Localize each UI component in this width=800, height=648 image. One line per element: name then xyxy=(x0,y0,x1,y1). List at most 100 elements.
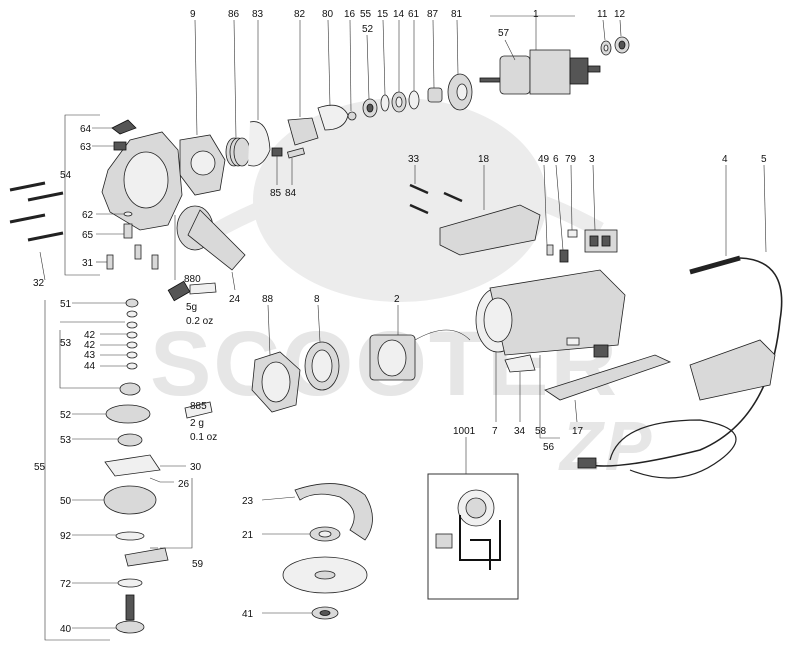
power-cord xyxy=(577,255,783,479)
part-5-cord xyxy=(589,257,783,467)
part-9-bore xyxy=(190,150,216,176)
gear-head-parts xyxy=(179,19,473,196)
part-33-screws xyxy=(409,183,463,215)
part-3-switch xyxy=(584,229,618,253)
callout-31: 31 xyxy=(82,258,94,269)
callout-52-top: 52 xyxy=(362,24,374,35)
callout-17: 17 xyxy=(572,426,584,437)
callout-labels: 9 86 83 82 80 16 55 52 15 14 61 87 81 1 … xyxy=(33,9,767,635)
callout-4: 4 xyxy=(722,154,728,165)
callout-42-a: 42 xyxy=(84,330,96,341)
grinding-disc xyxy=(282,556,368,594)
part-58-part xyxy=(566,337,580,346)
callout-43: 43 xyxy=(84,350,96,361)
callout-52: 52 xyxy=(60,410,72,421)
callout-880: 880 xyxy=(184,274,201,285)
weight-880-oz: 0.2 oz xyxy=(186,316,213,327)
part-8-ring xyxy=(304,341,340,391)
part-2-stator xyxy=(369,329,471,381)
part-59-clamp xyxy=(124,547,169,567)
part-53-bearing xyxy=(117,433,143,447)
armature-commutator xyxy=(569,57,589,85)
callout-1: 1 xyxy=(533,9,539,20)
part-65-pin xyxy=(123,223,133,239)
callout-9: 9 xyxy=(190,9,196,20)
callout-88: 88 xyxy=(262,294,274,305)
part-86-spring xyxy=(225,137,251,167)
weight-notes: 5g 0.2 oz 2 g 0.1 oz xyxy=(186,302,217,443)
callout-63: 63 xyxy=(80,142,92,153)
part-24-side-handle xyxy=(167,205,246,302)
part-64-lock-button xyxy=(111,119,137,135)
part-87-sleeve xyxy=(427,87,443,103)
callout-51: 51 xyxy=(60,299,72,310)
part-34-label xyxy=(504,354,536,373)
weight-880-g: 5g xyxy=(186,302,197,313)
part-15-washer xyxy=(380,94,390,112)
callout-58: 58 xyxy=(535,426,547,437)
part-81-disc xyxy=(447,73,473,111)
callout-2: 2 xyxy=(394,294,400,305)
callout-81: 81 xyxy=(451,9,463,20)
callout-72: 72 xyxy=(60,579,72,590)
part-14-bearing xyxy=(391,91,407,113)
callout-57: 57 xyxy=(498,28,510,39)
callout-6: 6 xyxy=(553,154,559,165)
part-62-washer xyxy=(123,211,133,217)
callout-54: 54 xyxy=(60,170,72,181)
armature-fan xyxy=(499,55,531,95)
cord-plug xyxy=(577,457,597,469)
callout-85: 85 xyxy=(270,188,282,199)
callout-56: 56 xyxy=(543,442,555,453)
callout-5: 5 xyxy=(761,154,767,165)
callout-64: 64 xyxy=(80,124,92,135)
part-88-ring xyxy=(251,351,301,413)
part-1-armature xyxy=(479,15,601,95)
callout-55-top: 55 xyxy=(360,9,372,20)
part-21-flange xyxy=(309,526,341,542)
part-bearing-small xyxy=(119,382,141,396)
part-31-screws xyxy=(106,244,159,270)
part-52-crown-gear xyxy=(105,404,151,424)
callout-49: 49 xyxy=(538,154,550,165)
part-40-spindle-shaft xyxy=(125,594,135,621)
callout-86: 86 xyxy=(228,9,240,20)
callout-30: 30 xyxy=(190,462,202,473)
callout-53-a: 53 xyxy=(60,338,72,349)
part-41-nut xyxy=(311,606,339,620)
part-6-brush xyxy=(559,249,569,263)
callout-1001: 1001 xyxy=(453,426,476,437)
left-gear-stack xyxy=(103,298,169,634)
part-12-cap xyxy=(614,36,630,54)
part-82-plate xyxy=(287,117,319,146)
callout-34: 34 xyxy=(514,426,526,437)
part-49-pin xyxy=(546,244,554,256)
callout-82: 82 xyxy=(294,9,306,20)
part-40-spindle-base xyxy=(115,620,145,634)
weight-885-oz: 0.1 oz xyxy=(190,432,217,443)
callout-24: 24 xyxy=(229,294,241,305)
callout-84: 84 xyxy=(285,188,297,199)
part-63-spring xyxy=(113,141,127,151)
gear-housing xyxy=(101,119,183,231)
callout-79: 79 xyxy=(565,154,577,165)
callout-33: 33 xyxy=(408,154,420,165)
part-84-pin xyxy=(287,147,305,159)
callout-92: 92 xyxy=(60,531,72,542)
part-880-grease xyxy=(189,282,217,295)
armature-core xyxy=(529,49,571,95)
callout-8: 8 xyxy=(314,294,320,305)
callout-12: 12 xyxy=(614,9,626,20)
callout-59: 59 xyxy=(192,559,204,570)
part-44-washer xyxy=(126,362,138,370)
callout-62: 62 xyxy=(82,210,94,221)
gear-housing-bore xyxy=(123,151,169,209)
part-1001-electronics xyxy=(427,473,519,600)
callout-32: 32 xyxy=(33,278,45,289)
part-43-washer xyxy=(126,351,138,359)
armature-shaft-right xyxy=(587,65,601,73)
part-7-motor-housing xyxy=(475,269,626,356)
callout-7: 7 xyxy=(492,426,498,437)
armature-shaft-left xyxy=(479,77,501,83)
